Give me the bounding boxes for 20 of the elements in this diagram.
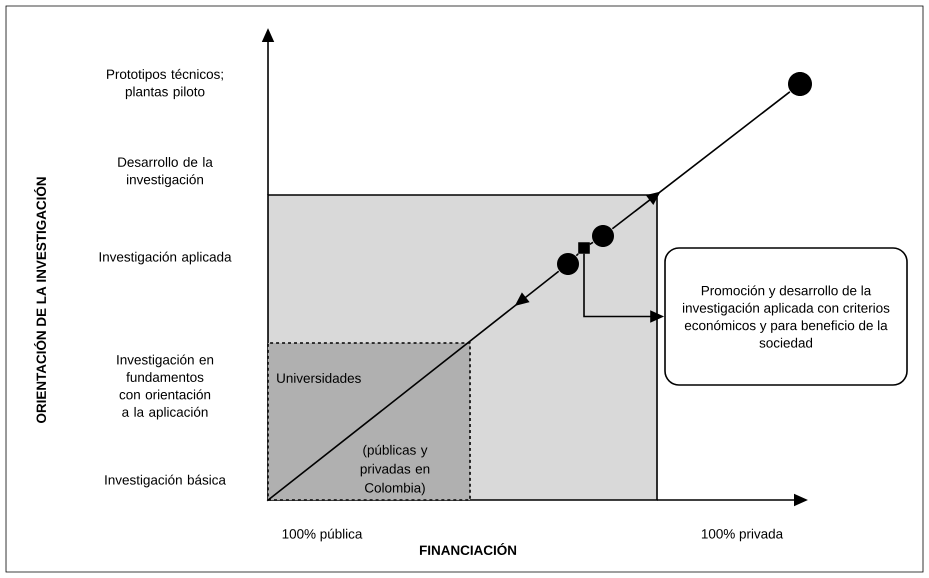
line bbox=[589, 242, 594, 246]
square-marker bbox=[578, 242, 590, 254]
axis-label: Prototipos técnicos; plantas piloto bbox=[107, 68, 223, 100]
axis-title: ORIENTACIÓN DE LA INVESTIGACIÓN bbox=[34, 177, 46, 423]
axis-title: FINANCIACIÓN bbox=[420, 542, 516, 555]
arrow bbox=[266, 270, 560, 502]
axis-label: Investigación básica bbox=[105, 474, 226, 488]
axis-label: Desarrollo de la investigación bbox=[118, 157, 213, 187]
axis-label: 100% privada bbox=[702, 528, 784, 542]
circle-marker bbox=[592, 225, 614, 247]
line bbox=[576, 253, 579, 256]
axis-label: 100% pública bbox=[282, 528, 362, 542]
circle-marker bbox=[557, 253, 579, 275]
circle-marker bbox=[788, 72, 812, 96]
axis-label: Investigación en fundamentos con orientación a la aplicación bbox=[117, 354, 214, 420]
axis-label: Investigación aplicada bbox=[100, 252, 232, 264]
region-label: (públicas y privadas en Colombia) bbox=[360, 444, 430, 496]
region-label: Universidades bbox=[277, 373, 361, 383]
callout-box: Promoción y desarrollo de la investigación aplicada con criterios económicos y para beneficio de la sociedad bbox=[664, 247, 908, 386]
arrow bbox=[612, 91, 790, 230]
